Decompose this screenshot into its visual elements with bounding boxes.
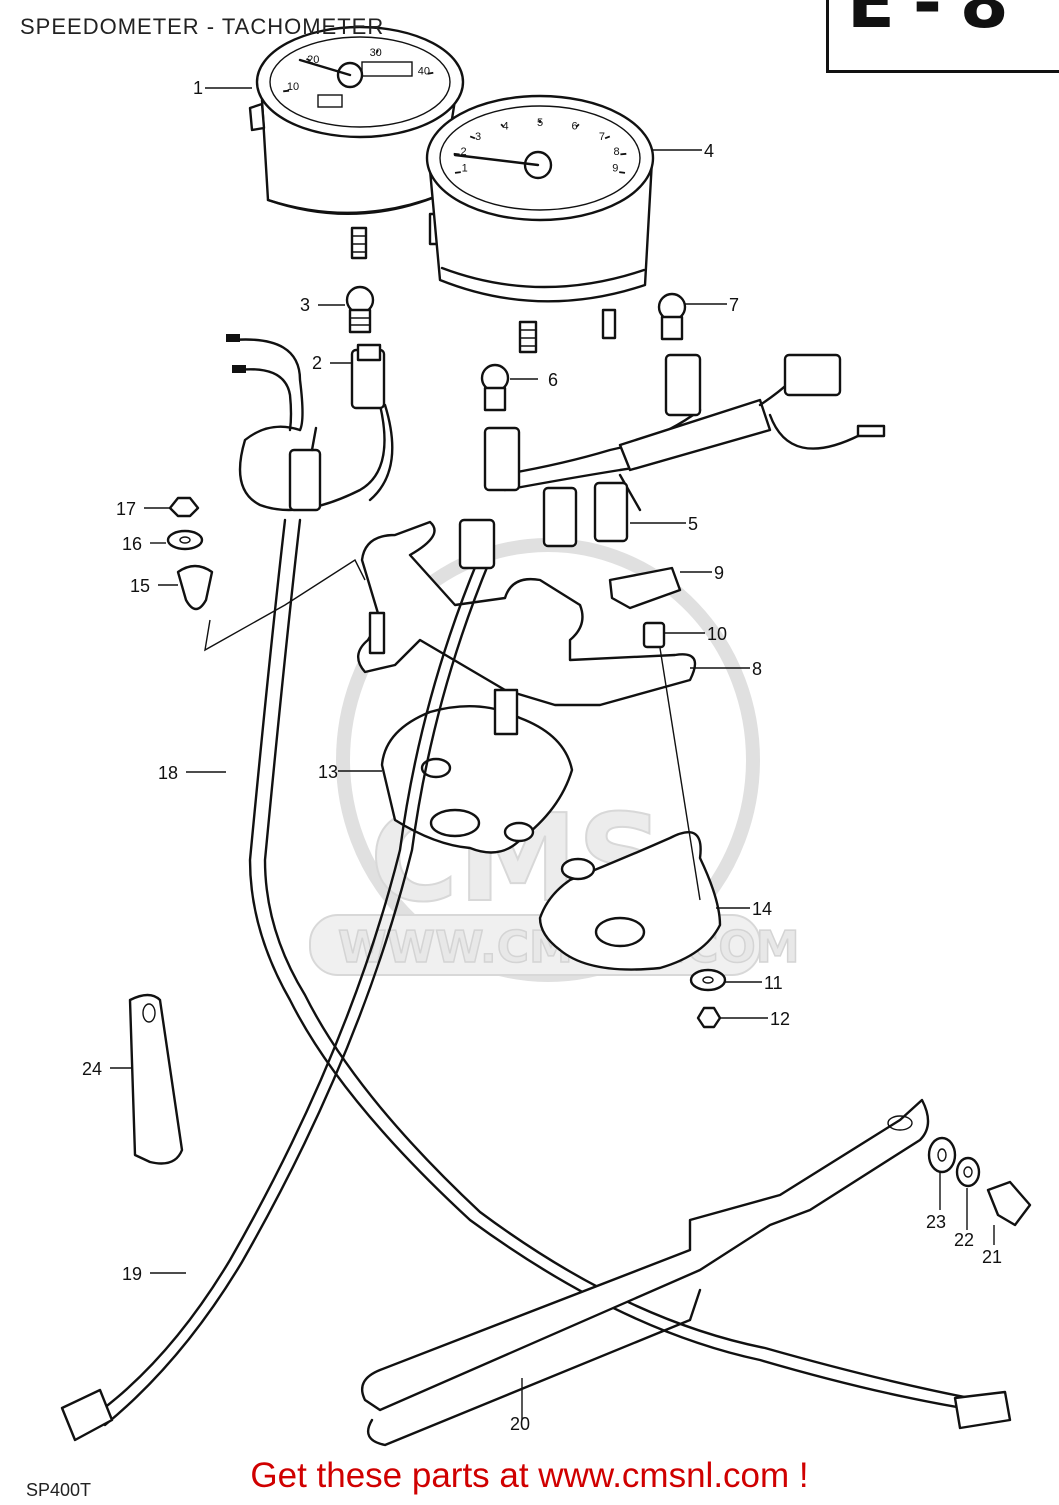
speedo-mark: 10 — [287, 81, 299, 93]
callout-12: 12 — [770, 1009, 790, 1029]
socket-5-harness — [483, 353, 886, 548]
tacho-tick — [469, 135, 476, 140]
speedometer: 10 20 30 40 — [248, 25, 465, 260]
tacho-mark: 8 — [613, 146, 619, 158]
nut-12 — [696, 1006, 722, 1029]
callout-11: 11 — [764, 973, 783, 993]
tacho-mark: 9 — [612, 162, 618, 174]
speedometer-cable — [248, 426, 1012, 1430]
callout-19: 19 — [122, 1264, 142, 1284]
bulb-6 — [480, 363, 510, 412]
callout-4: 4 — [704, 141, 714, 161]
diagram-ref: E-8 — [847, 0, 1027, 44]
callout-3: 3 — [300, 295, 310, 315]
tacho-mark: 7 — [599, 131, 605, 143]
callout-24: 24 — [82, 1059, 102, 1079]
tacho-tick — [604, 135, 611, 140]
diagram-ref-box: E-8 — [826, 0, 1059, 73]
leader-lines — [110, 87, 995, 1420]
washer-23 — [927, 1136, 957, 1174]
callout-14: 14 — [752, 899, 772, 919]
callout-20: 20 — [510, 1414, 530, 1434]
bracket-8 — [357, 520, 697, 707]
callout-labels: 1 2 3 4 5 6 7 8 9 10 11 12 13 14 15 16 1… — [82, 78, 1002, 1434]
grommet-9 — [608, 566, 682, 610]
callout-22: 22 — [954, 1230, 974, 1250]
tacho-tick — [453, 152, 460, 156]
callout-13: 13 — [318, 762, 338, 782]
tacho-tick — [619, 171, 626, 174]
callout-18: 18 — [158, 763, 178, 783]
tacho-tick — [575, 123, 580, 128]
speedo-mark: 30 — [370, 47, 382, 59]
callout-5: 5 — [688, 514, 698, 534]
shop-link[interactable]: Get these parts at www.cmsnl.com ! — [250, 1456, 809, 1495]
tacho-mark: 4 — [502, 121, 508, 133]
collar-10 — [642, 621, 666, 649]
model-code: SP400T — [26, 1480, 92, 1500]
speedo-mark: 40 — [418, 66, 430, 78]
socket-2-harness — [226, 334, 394, 512]
tachometer-cable — [60, 518, 496, 1442]
callout-21: 21 — [982, 1247, 1002, 1267]
callout-15: 15 — [130, 576, 150, 596]
callout-10: 10 — [707, 624, 727, 644]
nut-17 — [168, 496, 200, 518]
tacho-tick — [500, 123, 505, 128]
callout-17: 17 — [116, 499, 136, 519]
stay-20 — [360, 1098, 930, 1447]
speedo-tick — [427, 71, 434, 75]
cover-14 — [538, 831, 722, 971]
speedo-tick — [306, 58, 312, 62]
grommet-15 — [176, 564, 214, 611]
callout-2: 2 — [312, 353, 322, 373]
callout-6: 6 — [548, 370, 558, 390]
page-title: SPEEDOMETER - TACHOMETER — [20, 14, 385, 39]
lock-washer-22 — [955, 1156, 981, 1188]
bulb-3 — [345, 285, 375, 334]
speedo-tick — [283, 89, 290, 93]
washer-11 — [689, 968, 727, 992]
tacho-tick — [620, 152, 627, 156]
callout-23: 23 — [926, 1212, 946, 1232]
tacho-mark: 6 — [571, 121, 577, 133]
speedo-tick — [375, 49, 379, 54]
tacho-tick — [454, 171, 461, 174]
bolt-21 — [986, 1180, 1032, 1227]
bulb-7 — [657, 292, 687, 341]
callout-1: 1 — [193, 78, 203, 98]
band-24 — [128, 993, 184, 1165]
tacho-mark: 1 — [462, 162, 468, 174]
speedo-mark: 20 — [307, 54, 319, 66]
callout-7: 7 — [729, 295, 739, 315]
cover-13 — [380, 688, 574, 854]
callout-16: 16 — [122, 534, 142, 554]
tacho-mark: 2 — [460, 146, 466, 158]
callout-9: 9 — [714, 563, 724, 583]
washer-16 — [166, 529, 204, 551]
footer: Get these parts at www.cmsnl.com ! — [0, 1456, 1059, 1496]
callout-8: 8 — [752, 659, 762, 679]
tacho-mark: 3 — [475, 131, 481, 143]
